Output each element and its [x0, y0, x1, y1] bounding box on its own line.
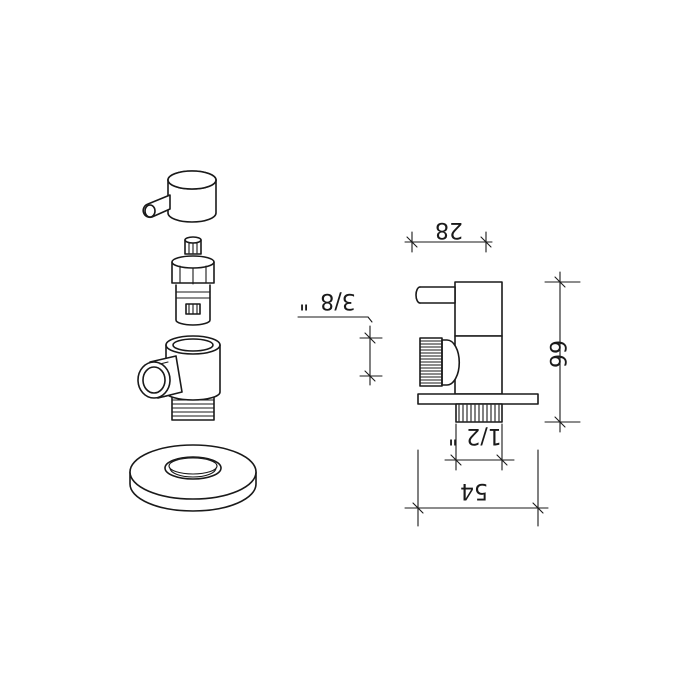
dimension-top-width-label: 28: [435, 217, 463, 242]
dimension-height-label: 66: [544, 340, 569, 368]
exploded-view: [129, 170, 257, 512]
dimension-outlet-thread: 3/8 ": [297, 288, 383, 386]
valve-body-icon: [137, 335, 221, 421]
dimension-outlet-thread-label: 3/8: [320, 288, 355, 313]
dimension-base-width: 54: [404, 449, 549, 527]
dimension-inlet-inch-mark: ": [448, 423, 458, 448]
dimension-outlet-inch-mark: ": [299, 288, 309, 313]
flange-icon: [129, 444, 257, 512]
dimension-height: 66: [544, 271, 581, 433]
dimension-inlet-thread-label: 1/2: [466, 423, 501, 448]
handle-icon: [142, 170, 217, 223]
outlet-thread-hatch: [419, 340, 443, 384]
dimension-base-width-label: 54: [460, 478, 488, 503]
dimension-top-width: 28: [404, 217, 493, 253]
cartridge-icon: [171, 236, 215, 326]
dimension-inlet-thread: 1/2 ": [444, 423, 515, 471]
side-view: 28 3/8 " 66: [297, 217, 581, 527]
inlet-thread-hatch: [458, 404, 500, 422]
